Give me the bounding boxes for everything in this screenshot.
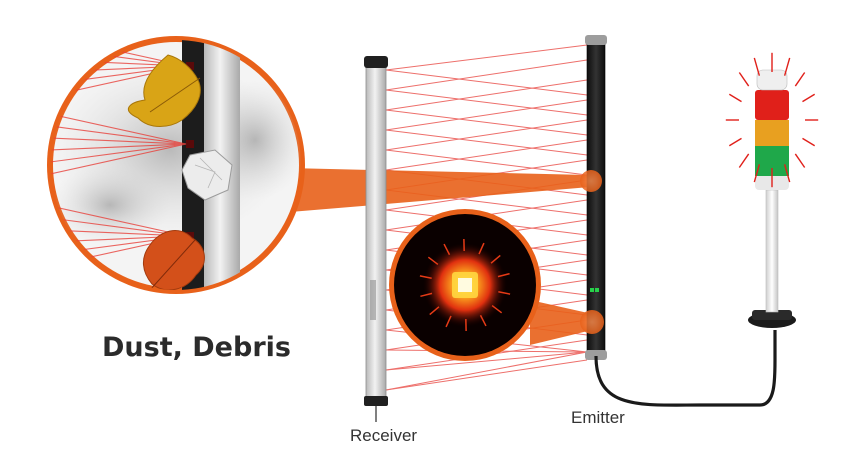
zoom-wedge-debris — [288, 168, 590, 212]
led-ray — [427, 256, 439, 266]
alarm-ray — [802, 93, 816, 103]
debris-beam — [51, 113, 187, 145]
alarm-ray — [783, 164, 791, 183]
light-beam — [385, 89, 588, 116]
alarm-ray — [794, 153, 806, 168]
alarm-ray — [738, 72, 750, 87]
debris-beam — [51, 143, 187, 163]
alarm-ray — [728, 93, 742, 103]
signal-tower — [725, 52, 819, 328]
dust-debris-caption: Dust, Debris — [102, 332, 291, 363]
alarm-ray — [753, 57, 761, 76]
light-beam — [385, 119, 588, 151]
light-beam — [385, 44, 588, 71]
alarm-ray — [794, 72, 806, 87]
emitter-unit — [585, 35, 607, 360]
led-ray — [445, 315, 452, 328]
signal-cable — [594, 330, 777, 407]
receiver-unit — [364, 56, 388, 422]
light-beam — [385, 79, 588, 111]
alarm-ray — [783, 57, 791, 76]
alarm-ray — [753, 164, 761, 183]
emitter-label: Emitter — [571, 408, 625, 427]
led-ray — [419, 275, 432, 279]
light-beam — [385, 129, 588, 156]
debris-beam — [51, 137, 187, 145]
alarm-ray — [728, 137, 742, 147]
led-ray — [479, 314, 487, 327]
light-beam — [385, 99, 588, 131]
emitter-highlight-bottom — [580, 310, 604, 334]
debris-beam — [51, 125, 187, 145]
led-ray — [420, 292, 433, 298]
zoom-wedge-led — [530, 300, 592, 345]
led-ray — [498, 291, 511, 295]
light-beam — [385, 351, 588, 391]
debris-beam — [51, 143, 187, 151]
led-ray — [429, 306, 440, 316]
led-ray — [497, 272, 510, 278]
led-ray — [491, 304, 503, 314]
light-beam — [385, 59, 588, 91]
led-ray — [490, 254, 501, 264]
debris-beam — [51, 205, 187, 237]
light-beam — [385, 359, 588, 391]
alarm-ray — [802, 137, 816, 147]
led-magnifier — [389, 209, 541, 361]
light-beam — [385, 69, 588, 96]
light-beam — [385, 149, 588, 176]
receiver-label: Receiver — [350, 426, 418, 445]
alarm-ray — [738, 153, 750, 168]
emitter-highlight-top — [580, 170, 602, 192]
light-beam — [385, 351, 588, 371]
light-beam — [385, 139, 588, 171]
light-beam — [385, 109, 588, 136]
debris-magnifier — [47, 36, 305, 294]
alarm-glow-rays — [725, 52, 819, 188]
led-ray — [443, 243, 451, 256]
led-ray — [478, 242, 485, 255]
debris-beam — [51, 143, 187, 175]
